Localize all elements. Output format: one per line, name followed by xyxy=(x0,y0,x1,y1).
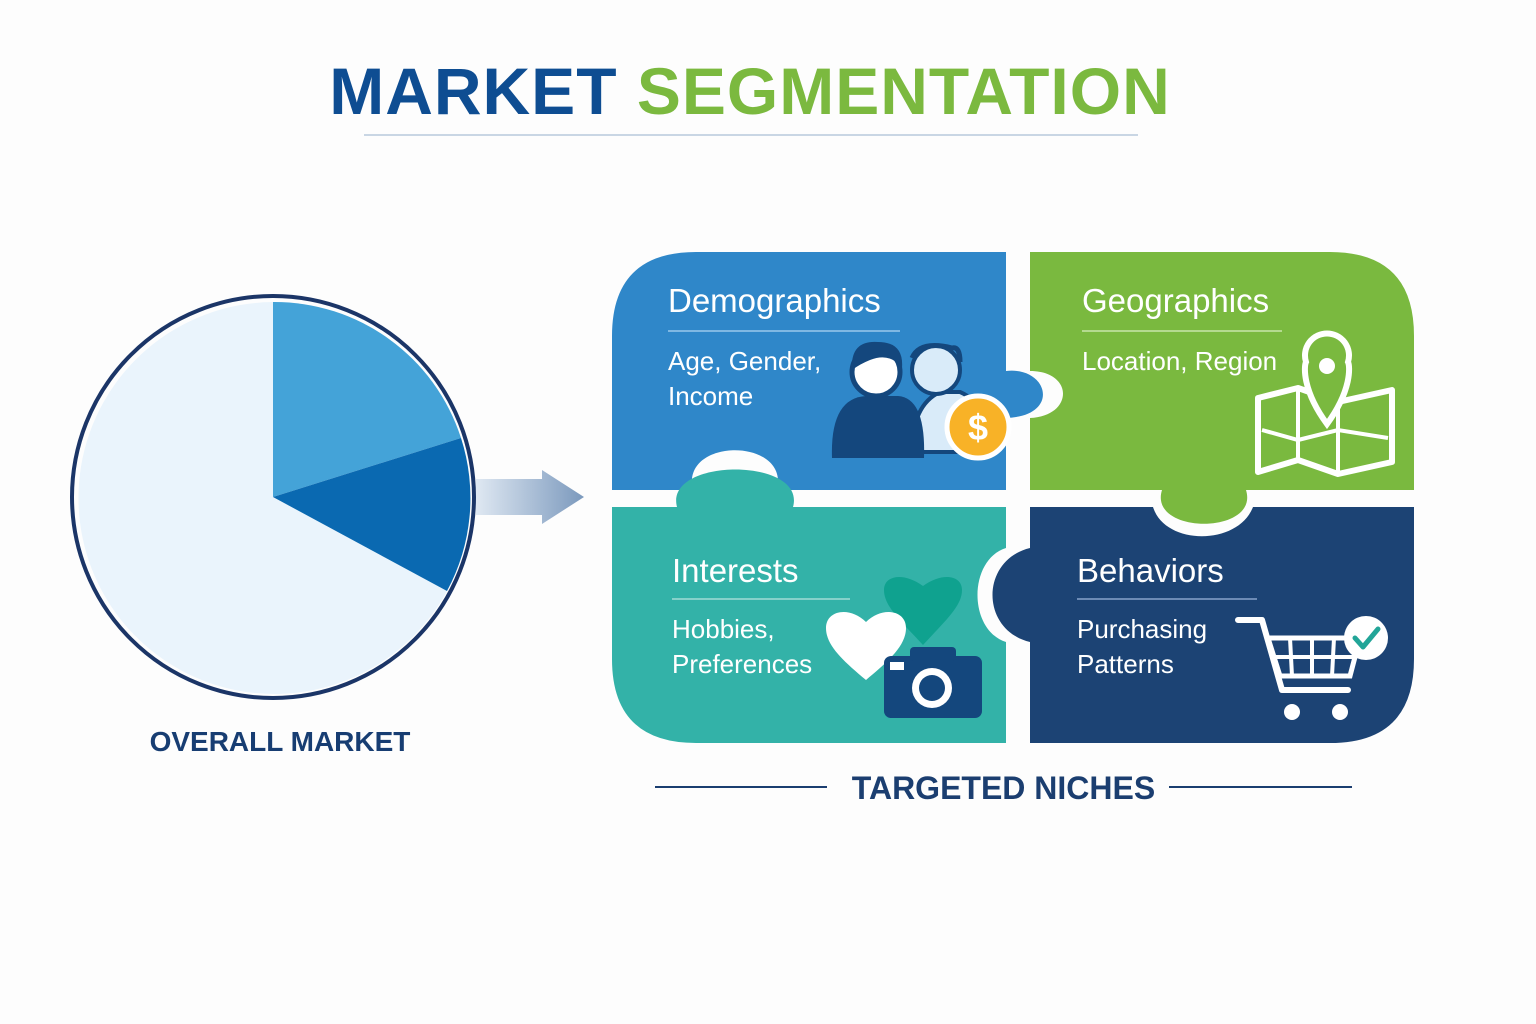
page-title: MARKET SEGMENTATION xyxy=(0,58,1500,124)
segment-desc-line: Hobbies, xyxy=(672,614,775,644)
segment-desc-line: Income xyxy=(668,381,754,411)
segment-desc-line: Preferences xyxy=(672,649,813,679)
segment-desc-line: Age, Gender, xyxy=(668,346,822,376)
segment-desc-interests: Hobbies, Preferences xyxy=(672,612,812,682)
pie-slice-medium xyxy=(273,301,461,497)
segment-desc-line: Purchasing xyxy=(1077,614,1208,644)
segment-title-behaviors: Behaviors xyxy=(1077,552,1224,589)
segment-desc-demographics: Age, Gender, Income xyxy=(668,344,821,414)
segment-desc-behaviors: Purchasing Patterns xyxy=(1077,612,1207,682)
pie-outline xyxy=(70,294,476,700)
shopping-cart-icon xyxy=(1235,616,1388,720)
people-dollar-icon: $ xyxy=(831,341,1012,461)
segment-title-geographics: Geographics xyxy=(1082,282,1270,319)
svg-text:$: $ xyxy=(968,407,988,448)
niches-rule-right xyxy=(1169,786,1352,788)
segment-rule-behaviors xyxy=(1077,598,1257,600)
title-segmentation: SEGMENTATION xyxy=(636,54,1171,128)
segment-desc-line: Patterns xyxy=(1077,649,1174,679)
pie-slice-small xyxy=(273,438,471,591)
pie-slice-large xyxy=(78,302,448,694)
puzzle-piece-behaviors xyxy=(992,507,1414,743)
segment-desc-line: Location, Region xyxy=(1082,346,1278,376)
puzzle-piece-geographics xyxy=(1030,252,1414,524)
targeted-niches-caption: TARGETED NICHES xyxy=(655,766,1352,810)
segment-desc-geographics: Location, Region xyxy=(1082,344,1277,379)
title-market: MARKET xyxy=(329,54,618,128)
segment-rule-geographics xyxy=(1082,330,1282,332)
overall-market-label: OVERALL MARKET xyxy=(149,726,411,757)
arrow-icon xyxy=(476,470,584,524)
segment-rule-demographics xyxy=(668,330,900,332)
title-divider xyxy=(364,134,1138,136)
targeted-niches-label: TARGETED NICHES xyxy=(851,770,1156,806)
heart-camera-icon xyxy=(826,576,982,718)
overall-market-pie xyxy=(70,294,476,700)
niches-rule-left xyxy=(655,786,827,788)
map-pin-icon xyxy=(1255,330,1395,477)
segment-title-interests: Interests xyxy=(672,552,799,589)
segment-title-demographics: Demographics xyxy=(668,282,881,319)
segment-rule-interests xyxy=(672,598,850,600)
